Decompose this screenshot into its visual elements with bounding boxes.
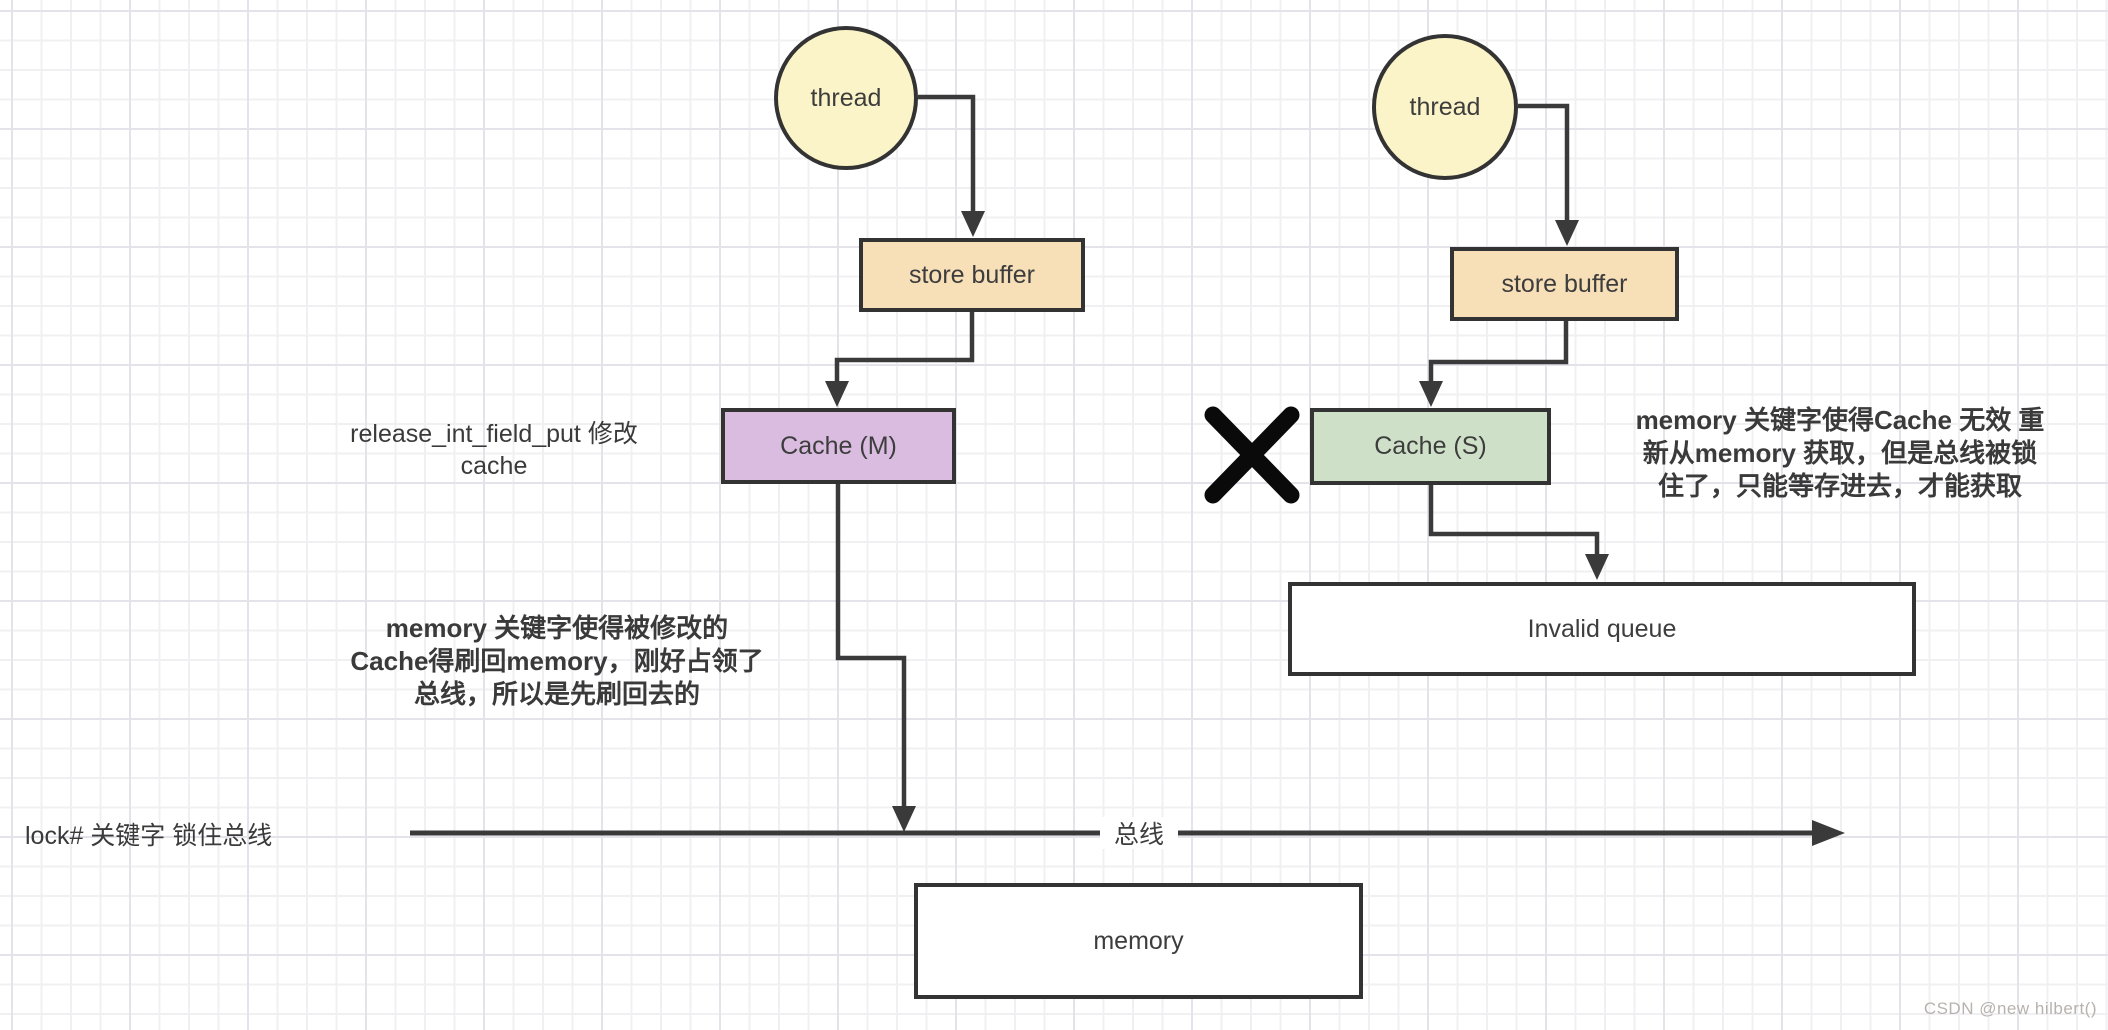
invalidate-note-line-3: 住了，只能等存进去，才能获取 [1657, 471, 2022, 501]
flush-note-line-3: 总线，所以是先刷回去的 [413, 679, 700, 709]
connector-cache-m-to-bus [835, 484, 907, 808]
watermark-text: CSDN @new hilbert() [1923, 999, 2097, 1018]
arrowhead-invalid-queue [1585, 554, 1609, 580]
store-buffer-node-right: store buffer [1450, 247, 1679, 321]
thread-label-right: thread [1409, 92, 1481, 121]
arrowhead-right-cache [1419, 381, 1443, 407]
connector-left-store-buffer-to-cache [834, 312, 975, 383]
memory-node: memory [914, 883, 1363, 999]
store-buffer-label-left: store buffer [908, 260, 1035, 289]
thread-node-left: thread [774, 26, 918, 170]
connector-right-thread-to-store-buffer [1518, 103, 1570, 222]
cache-m-node: Cache (M) [721, 408, 956, 484]
store-buffer-node-left: store buffer [859, 238, 1085, 312]
arrowhead-right-store-buffer [1555, 220, 1579, 246]
arrowhead-left-store-buffer [961, 211, 985, 237]
store-buffer-label-right: store buffer [1501, 269, 1628, 298]
invalid-queue-label: Invalid queue [1527, 614, 1677, 643]
release-note-line-2: cache [460, 452, 528, 480]
arrowhead-left-cache [825, 381, 849, 407]
connector-left-thread-to-store-buffer [918, 94, 976, 213]
invalid-cross-icon [1204, 406, 1300, 504]
thread-node-right: thread [1372, 34, 1518, 180]
connector-cache-s-to-invalid-queue [1428, 485, 1600, 556]
thread-label-left: thread [810, 83, 882, 112]
bus-label: 总线 [1100, 817, 1178, 849]
invalidate-note: memory 关键字使得Cache 无效 重 新从memory 获取，但是总线被… [1622, 404, 2058, 503]
invalid-queue-node: Invalid queue [1288, 582, 1916, 676]
flush-note: memory 关键字使得被修改的 Cache得刷回memory，刚好占领了 总线… [337, 612, 777, 711]
flush-note-line-2: Cache得刷回memory，刚好占领了 [350, 646, 764, 676]
invalidate-note-line-2: 新从memory 获取，但是总线被锁 [1642, 438, 2038, 468]
arrowhead-bus-junction [892, 806, 916, 832]
lock-bus-note: lock# 关键字 锁住总线 [25, 822, 273, 850]
bus-arrowhead [1812, 820, 1845, 846]
cache-m-label: Cache (M) [780, 431, 897, 460]
cache-s-label: Cache (S) [1374, 432, 1487, 460]
release-note: release_int_field_put 修改 cache [304, 418, 684, 482]
memory-label: memory [1093, 926, 1184, 955]
cache-s-node: Cache (S) [1310, 408, 1551, 485]
release-note-line-1: release_int_field_put 修改 [350, 420, 638, 448]
connector-right-store-buffer-to-cache [1428, 321, 1569, 383]
invalidate-note-line-1: memory 关键字使得Cache 无效 重 [1635, 405, 2045, 435]
flush-note-line-1: memory 关键字使得被修改的 [385, 613, 729, 643]
